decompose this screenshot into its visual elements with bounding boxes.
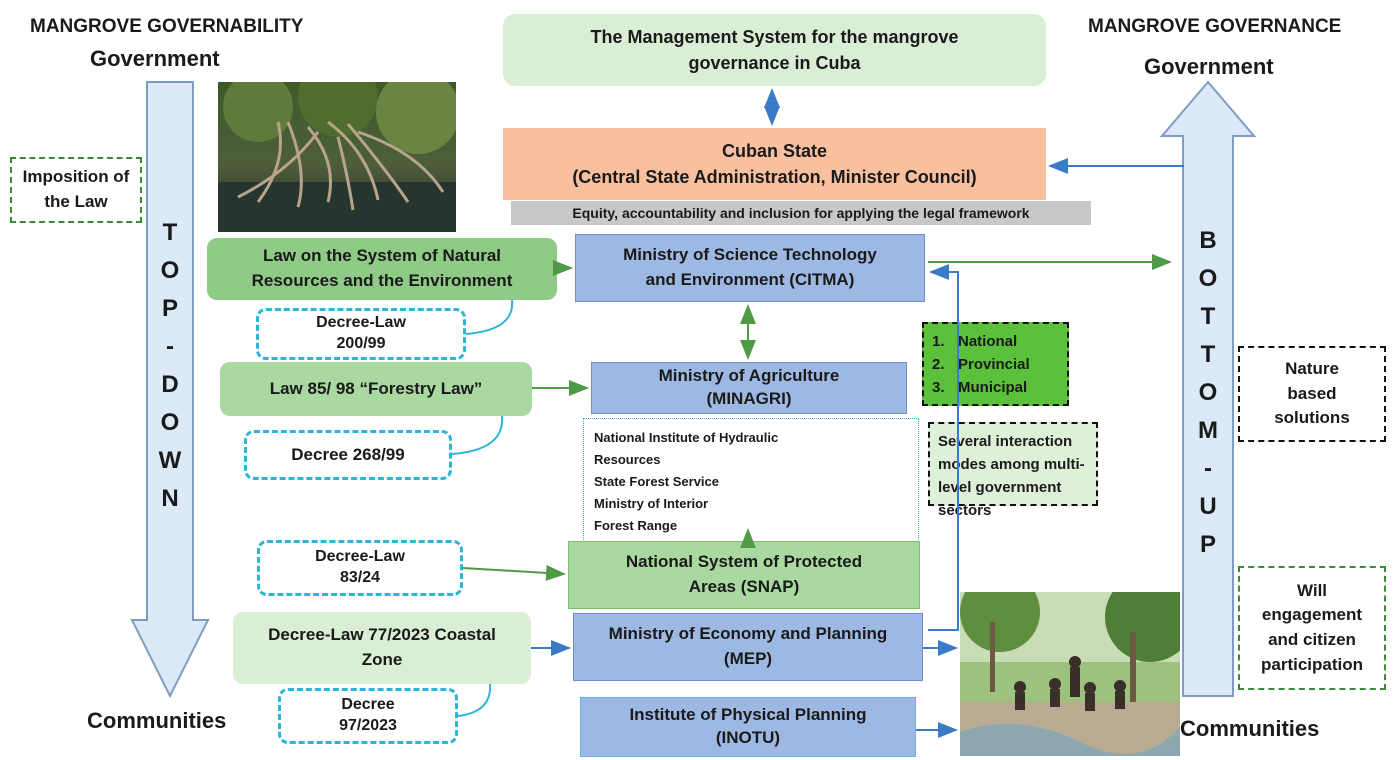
bottom-up-letter: U xyxy=(1199,493,1217,520)
minagri-line1: Ministry of Agriculture xyxy=(658,366,840,386)
right-communities-label: Communities xyxy=(1180,716,1320,741)
top-down-letters: T O P - D O W N xyxy=(155,214,185,518)
agency-item: Forest Range xyxy=(594,518,678,533)
bottom-up-letter: T xyxy=(1200,303,1216,330)
interaction-note: Several interaction modes among multi-le… xyxy=(928,422,1098,519)
bottom-up-letter: T xyxy=(1200,341,1216,368)
level-item: 3.Municipal xyxy=(932,379,1028,396)
decree-law-77-line2: Zone xyxy=(361,650,403,669)
community-photo-image xyxy=(960,592,1180,756)
agency-item: National Institute of Hydraulic Resource… xyxy=(594,430,779,467)
citma-box: Ministry of Science Technology and Envir… xyxy=(575,234,925,302)
connector-law-decree200 xyxy=(465,299,514,335)
decree-268-box: Decree 268/99 xyxy=(244,430,452,480)
bottom-up-letter: - xyxy=(1204,455,1212,482)
citma-line2: and Environment (CITMA) xyxy=(645,270,855,289)
left-government-label: Government xyxy=(90,46,220,71)
level-item: 2.Provincial xyxy=(932,356,1030,373)
inotu-box: Institute of Physical Planning (INOTU) xyxy=(580,697,916,757)
decree-law-200-line2: 200/99 xyxy=(336,335,386,352)
top-down-letter: P xyxy=(161,295,178,322)
connector-forestry-decree268 xyxy=(451,415,504,455)
connector-decree77-decree97 xyxy=(457,683,492,717)
top-down-letter: O xyxy=(160,257,180,284)
decree-law-200-line1: Decree-Law xyxy=(316,314,406,332)
agencies-box: National Institute of Hydraulic Resource… xyxy=(583,418,919,542)
management-system-box: The Management System for the mangrove g… xyxy=(503,14,1046,86)
decree-97-line1: Decree xyxy=(341,696,395,714)
top-down-letter: W xyxy=(158,447,182,474)
level-item: 1.National xyxy=(932,333,1018,350)
minagri-box: Ministry of Agriculture (MINAGRI) xyxy=(591,362,907,414)
snap-line2: Areas (SNAP) xyxy=(688,577,800,596)
decree-97-box: Decree 97/2023 xyxy=(278,688,458,744)
decree-law-77-box: Decree-Law 77/2023 Coastal Zone xyxy=(233,612,531,684)
bottom-up-arrow xyxy=(1160,80,1256,697)
equity-banner: Equity, accountability and inclusion for… xyxy=(511,201,1091,225)
decree-law-200-box: Decree-Law 200/99 xyxy=(256,308,466,360)
imposition-note: Imposition of the Law xyxy=(10,157,142,223)
mangrove-photo xyxy=(218,82,456,232)
mep-line1: Ministry of Economy and Planning xyxy=(608,624,888,644)
connector-multilevel-loop xyxy=(928,264,959,631)
decree-law-83-line1: Decree-Law xyxy=(315,548,405,566)
cuban-state-line2: (Central State Administration, Minister … xyxy=(572,167,977,187)
minagri-line2: (MINAGRI) xyxy=(706,389,792,408)
right-heading: MANGROVE GOVERNANCE xyxy=(1088,16,1342,37)
top-down-letter: - xyxy=(166,333,174,360)
law-environment-line1: Law on the System of Natural xyxy=(262,246,502,266)
levels-box: 1.National 2.Provincial 3.Municipal xyxy=(922,322,1069,406)
bottom-up-letter: O xyxy=(1198,379,1218,406)
mep-line2: (MEP) xyxy=(723,649,773,668)
decree-law-77-line1: Decree-Law 77/2023 Coastal xyxy=(268,625,496,645)
top-down-letter: O xyxy=(160,409,180,436)
agency-item: Ministry of Interior xyxy=(594,496,709,511)
mep-box: Ministry of Economy and Planning (MEP) xyxy=(573,613,923,681)
left-heading: MANGROVE GOVERNABILITY xyxy=(30,16,304,37)
cuban-state-box: Cuban State (Central State Administratio… xyxy=(503,128,1046,200)
law-environment-line2: Resources and the Environment xyxy=(251,271,513,290)
law-environment-box: Law on the System of Natural Resources a… xyxy=(207,238,557,300)
decree-law-83-box: Decree-Law 83/24 xyxy=(257,540,463,596)
connector-decree83-snap xyxy=(462,564,566,581)
right-government-label: Government xyxy=(1144,54,1274,79)
top-down-letter: N xyxy=(161,485,179,512)
left-communities-label: Communities xyxy=(87,708,227,733)
bottom-up-letter: P xyxy=(1199,531,1216,558)
top-down-arrow xyxy=(130,81,210,699)
mangrove-photo-image xyxy=(218,82,456,232)
top-down-letter: T xyxy=(162,219,178,246)
bottom-up-letters: B O T T O M - U P xyxy=(1189,222,1227,564)
citma-line1: Ministry of Science Technology xyxy=(623,245,877,265)
bottom-up-letter: O xyxy=(1198,265,1218,292)
community-photo xyxy=(960,592,1180,756)
top-down-letter: D xyxy=(161,371,179,398)
cuban-state-line1: Cuban State xyxy=(721,140,827,161)
inotu-line2: (INOTU) xyxy=(715,728,781,747)
citizen-participation-note: Will engagement and citizen participatio… xyxy=(1238,566,1386,690)
inotu-line1: Institute of Physical Planning xyxy=(629,705,867,725)
bottom-up-letter: M xyxy=(1198,417,1218,444)
nature-based-note: Nature based solutions xyxy=(1238,346,1386,442)
decree-law-83-line2: 83/24 xyxy=(339,569,381,586)
decree-97-line2: 97/2023 xyxy=(339,717,397,734)
bottom-up-letter: B xyxy=(1199,227,1217,254)
forestry-law-box: Law 85/ 98 “Forestry Law” xyxy=(220,362,532,416)
agency-item: State Forest Service xyxy=(594,474,720,489)
snap-line1: National System of Protected xyxy=(625,552,863,572)
